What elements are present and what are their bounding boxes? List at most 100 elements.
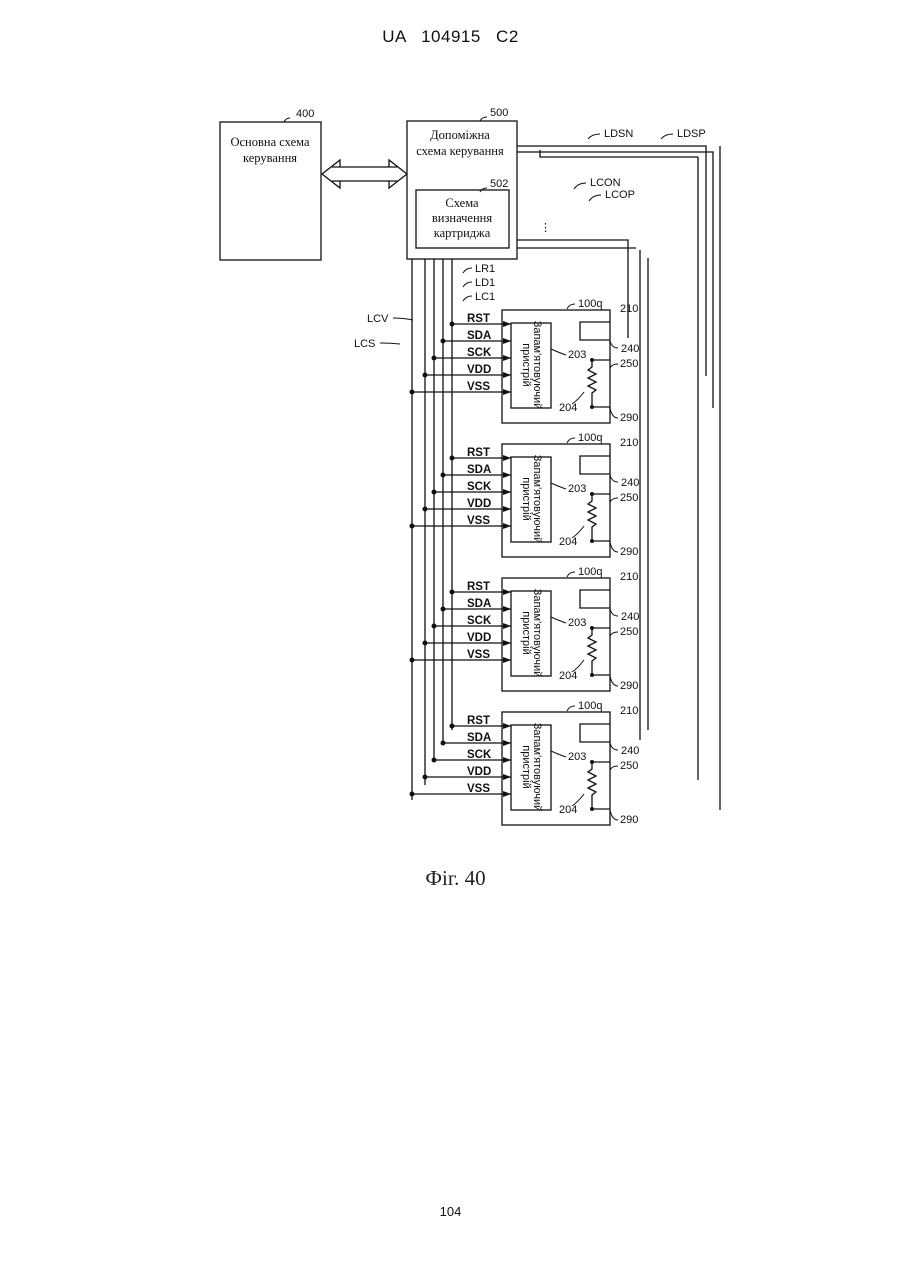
terminal-loop <box>580 724 610 742</box>
resistor-204 <box>588 762 610 809</box>
node-dot <box>590 673 594 677</box>
junction-dot <box>450 590 455 595</box>
cartridge-ref: 100q <box>578 432 602 444</box>
node-dot <box>590 539 594 543</box>
terminal-250: 250 <box>620 358 638 370</box>
node-dot <box>590 405 594 409</box>
wire-ldsn-2 <box>540 150 698 157</box>
signal-arrow <box>503 355 511 361</box>
line-label-ldsp: LDSP <box>677 128 706 140</box>
resistor-ref: 204 <box>559 402 577 414</box>
resistor-204 <box>588 360 610 407</box>
signal-arrow <box>503 623 511 629</box>
signal-label-rst: RST <box>467 313 490 325</box>
terminal-290: 290 <box>620 814 638 826</box>
junction-dot <box>410 658 415 663</box>
signal-arrow <box>503 372 511 378</box>
signal-label-vdd: VDD <box>467 766 491 778</box>
cartridge-2: 100qЗапам'ятовуючийпристрій203RSTSDASCKV… <box>410 432 640 558</box>
signal-arrow <box>503 606 511 612</box>
resistor-ref: 204 <box>559 670 577 682</box>
detect-circuit-label-1: Схема <box>445 196 479 210</box>
terminal-210: 210 <box>620 437 638 449</box>
detect-circuit-label-2: визначення <box>432 211 492 225</box>
terminal-210: 210 <box>620 571 638 583</box>
signal-label-vss: VSS <box>467 783 490 795</box>
terminal-250: 250 <box>620 492 638 504</box>
signal-arrow <box>503 338 511 344</box>
signal-label-vdd: VDD <box>467 632 491 644</box>
cartridge-box <box>502 578 610 691</box>
main-circuit-ref: 400 <box>296 108 314 120</box>
line-label-ldsn: LDSN <box>604 128 633 140</box>
detect-circuit-ref: 502 <box>490 178 508 190</box>
signal-label-sda: SDA <box>467 732 491 744</box>
signal-label-sck: SCK <box>467 347 492 359</box>
junction-dot <box>441 473 446 478</box>
signal-arrow <box>503 489 511 495</box>
signal-label-sck: SCK <box>467 749 492 761</box>
aux-circuit-label-2: схема керування <box>416 144 504 158</box>
page-number: 104 <box>0 1204 901 1219</box>
detect-circuit-label-3: картриджа <box>434 226 491 240</box>
resistor-204 <box>588 494 610 541</box>
junction-dot <box>432 356 437 361</box>
cartridge-box <box>502 444 610 557</box>
signal-label-rst: RST <box>467 715 490 727</box>
terminal-210: 210 <box>620 303 638 315</box>
cartridge-4: 100qЗапам'ятовуючийпристрій203RSTSDASCKV… <box>410 700 640 826</box>
junction-dot <box>450 456 455 461</box>
cartridge-box <box>502 310 610 423</box>
signal-arrow <box>503 506 511 512</box>
signal-arrow <box>503 774 511 780</box>
terminal-240: 240 <box>621 745 639 757</box>
line-label-lcon: LCON <box>590 177 621 189</box>
terminal-290: 290 <box>620 546 638 558</box>
signal-label-sda: SDA <box>467 464 491 476</box>
cartridge-3: 100qЗапам'ятовуючийпристрій203RSTSDASCKV… <box>410 566 640 692</box>
main-circuit-label-1: Основна схема <box>230 135 309 149</box>
terminal-290: 290 <box>620 680 638 692</box>
signal-label-vdd: VDD <box>467 498 491 510</box>
signal-label-sck: SCK <box>467 615 492 627</box>
line-label-lcop: LCOP <box>605 189 635 201</box>
junction-dot <box>450 724 455 729</box>
line-label-lcv: LCV <box>367 313 389 325</box>
line-label-lr1: LR1 <box>475 263 495 275</box>
line-label-ld1: LD1 <box>475 277 495 289</box>
cartridge-ref: 100q <box>578 298 602 310</box>
node-dot <box>590 358 594 362</box>
junction-dot <box>410 524 415 529</box>
resistor-ref: 204 <box>559 536 577 548</box>
terminal-240: 240 <box>621 611 639 623</box>
cartridge-1: 100qЗапам'ятовуючийпристрій203RSTSDASCKV… <box>410 298 640 424</box>
signal-arrow <box>503 723 511 729</box>
terminal-250: 250 <box>620 760 638 772</box>
line-label-lcs: LCS <box>354 338 375 350</box>
signal-label-sda: SDA <box>467 330 491 342</box>
signal-arrow <box>503 657 511 663</box>
junction-dot <box>410 390 415 395</box>
cartridge-ref: 100q <box>578 566 602 578</box>
junction-dot <box>423 373 428 378</box>
node-dot <box>590 626 594 630</box>
cartridge-box <box>502 712 610 825</box>
terminal-250: 250 <box>620 626 638 638</box>
signal-arrow <box>503 455 511 461</box>
junction-dot <box>432 624 437 629</box>
junction-dot <box>441 607 446 612</box>
junction-dot <box>441 741 446 746</box>
terminal-loop <box>580 590 610 608</box>
signal-label-vss: VSS <box>467 515 490 527</box>
junction-dot <box>441 339 446 344</box>
signal-label-sck: SCK <box>467 481 492 493</box>
memory-ref: 203 <box>568 483 586 495</box>
terminal-240: 240 <box>621 343 639 355</box>
resistor-204 <box>588 628 610 675</box>
resistor-ref: 204 <box>559 804 577 816</box>
junction-dot <box>423 507 428 512</box>
terminal-240: 240 <box>621 477 639 489</box>
signal-label-sda: SDA <box>467 598 491 610</box>
aux-circuit-label-1: Допоміжна <box>430 128 490 142</box>
node-dot <box>590 760 594 764</box>
